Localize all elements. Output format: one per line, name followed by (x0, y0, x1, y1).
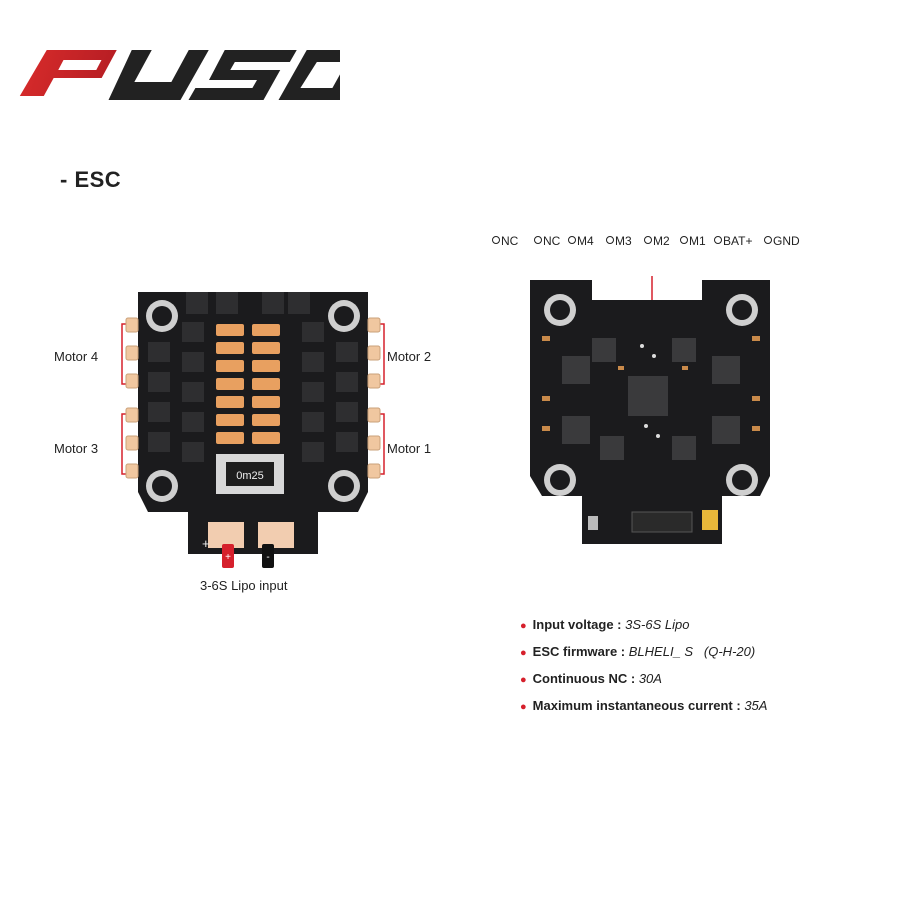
pin-label: NC (492, 234, 518, 248)
pin-label: M1 (680, 234, 706, 248)
spec-item: ●Continuous NC : 30A (520, 671, 662, 686)
pin-label-row: NC NC M4 M3 M2 M1 BAT+ GND (492, 232, 822, 262)
pin-label: M2 (644, 234, 670, 248)
spec-item: ●ESC firmware : BLHELI_ S (Q-H-20) (520, 644, 756, 659)
plus-sign: + (202, 536, 210, 551)
spec-list: ●Input voltage : 3S-6S Lipo ●ESC firmwar… (520, 612, 880, 720)
esc-board-top-image: 0m25 + + - (121, 292, 385, 568)
pusd-logo (19, 50, 340, 100)
section-title: - ESC (60, 167, 122, 192)
pin-label: NC (534, 234, 560, 248)
pin-label: M4 (568, 234, 594, 248)
pin-label: BAT+ (714, 234, 752, 248)
motor-2-label: Motor 2 (387, 349, 432, 364)
pin-label: GND (764, 234, 800, 248)
pin-label: M3 (606, 234, 632, 248)
lipo-input-label: 3-6S Lipo input (200, 578, 288, 593)
chip-marking: 0m25 (236, 470, 264, 482)
esc-board-bottom-image (530, 276, 770, 544)
spec-item: ●Input voltage : 3S-6S Lipo (520, 617, 690, 632)
motor-4-label: Motor 4 (54, 349, 99, 364)
spec-item: ●Maximum instantaneous current : 35A (520, 698, 768, 713)
lead-plus: + (225, 552, 231, 563)
motor-1-label: Motor 1 (387, 441, 432, 456)
lead-minus: - (266, 552, 269, 563)
motor-3-label: Motor 3 (54, 441, 99, 456)
